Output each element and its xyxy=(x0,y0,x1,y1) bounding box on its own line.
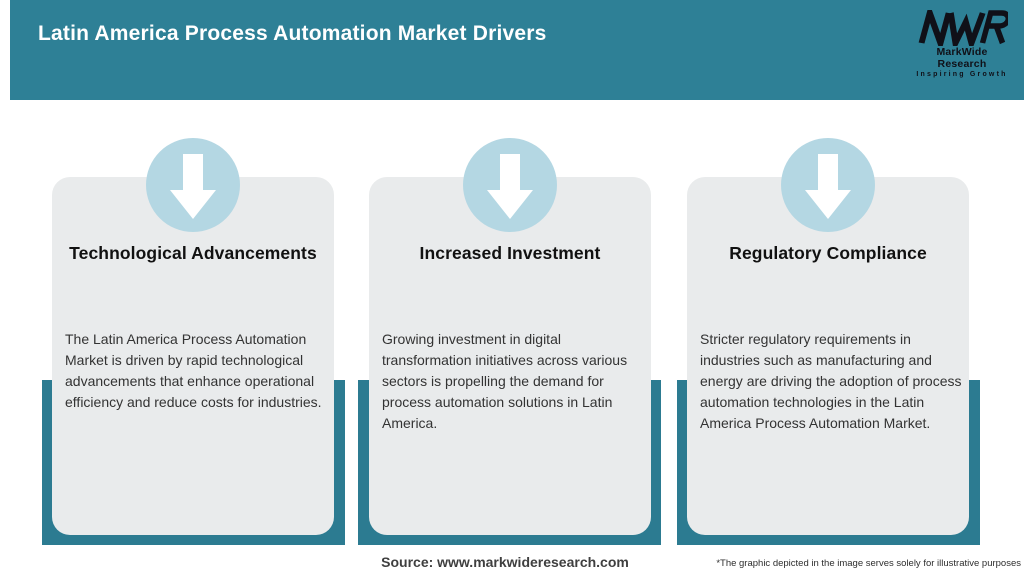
driver-card-regulatory-compliance: Regulatory Compliance Stricter regulator… xyxy=(687,138,969,535)
down-arrow-icon xyxy=(781,138,875,232)
card-title: Increased Investment xyxy=(419,243,601,263)
down-arrow-icon xyxy=(463,138,557,232)
header-bar: Latin America Process Automation Market … xyxy=(10,0,1024,100)
down-arrow-glyph xyxy=(805,154,851,219)
down-arrow-glyph xyxy=(170,154,216,219)
down-arrow-icon xyxy=(146,138,240,232)
source-text: Source: www.markwideresearch.com xyxy=(381,554,629,570)
logo-tagline: Inspiring Growth xyxy=(916,71,1008,78)
driver-card-technological-advancements: Technological Advancements The Latin Ame… xyxy=(52,138,334,535)
card-title: Technological Advancements xyxy=(69,243,317,263)
card-body: Growing investment in digital transforma… xyxy=(382,331,628,431)
page-title: Latin America Process Automation Market … xyxy=(38,22,547,45)
logo-name: MarkWide Research xyxy=(936,46,988,70)
disclaimer-text: *The graphic depicted in the image serve… xyxy=(716,558,1021,569)
card-body: The Latin America Process Automation Mar… xyxy=(65,331,322,410)
down-arrow-glyph xyxy=(487,154,533,219)
card-body: Stricter regulatory requirements in indu… xyxy=(700,331,962,431)
card-title: Regulatory Compliance xyxy=(729,243,927,263)
markwide-logo: MarkWide Research Inspiring Growth xyxy=(914,10,1010,78)
driver-card-increased-investment: Increased Investment Growing investment … xyxy=(369,138,651,535)
mwr-monogram-icon xyxy=(918,10,1008,46)
